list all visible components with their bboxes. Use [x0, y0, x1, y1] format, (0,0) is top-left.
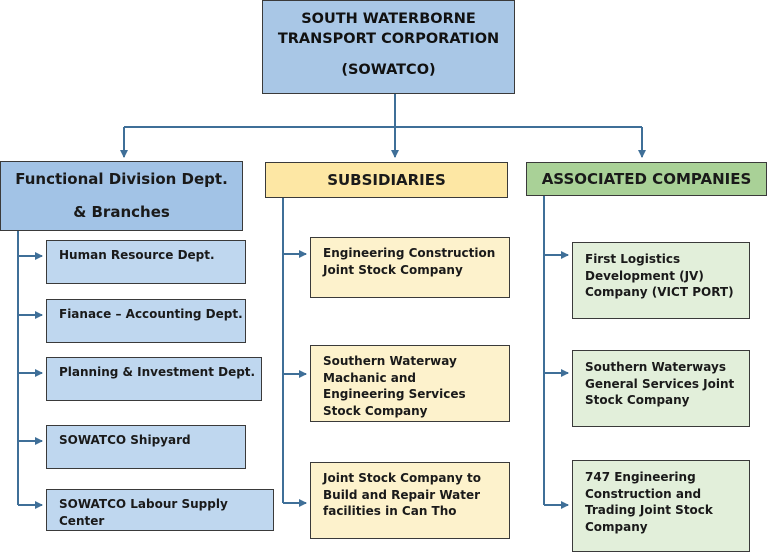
- associated-header-label: ASSOCIATED COMPANIES: [541, 170, 752, 188]
- functional-item-planning-investment: Planning & Investment Dept.: [46, 357, 262, 401]
- functional-header-line-1: Functional Division Dept.: [15, 170, 228, 188]
- associated-item-first-logistics: First Logistics Development (JV) Company…: [572, 242, 750, 319]
- functional-division-header: Functional Division Dept. & Branches: [0, 161, 243, 231]
- functional-item-human-resource: Human Resource Dept.: [46, 240, 246, 284]
- subsidiaries-header-label: SUBSIDIARIES: [327, 171, 446, 189]
- associated-companies-header: ASSOCIATED COMPANIES: [526, 162, 767, 196]
- functional-header-line-2: & Branches: [73, 203, 170, 221]
- functional-item-labour-supply: SOWATCO Labour Supply Center: [46, 489, 274, 531]
- associated-item-southern-waterways-services: Southern Waterways General Services Join…: [572, 350, 750, 427]
- associated-item-747-engineering: 747 Engineering Construction and Trading…: [572, 460, 750, 552]
- subsidiary-item-southern-waterway-mechanic: Southern Waterway Machanic and Engineeri…: [310, 345, 510, 422]
- root-node: SOUTH WATERBORNE TRANSPORT CORPORATION (…: [262, 0, 515, 94]
- subsidiary-item-engineering-construction: Engineering Construction Joint Stock Com…: [310, 237, 510, 298]
- functional-item-shipyard: SOWATCO Shipyard: [46, 425, 246, 469]
- root-title-line-1: SOUTH WATERBORNE: [301, 11, 476, 27]
- root-title-line-2: TRANSPORT CORPORATION: [277, 31, 500, 47]
- functional-item-finance-accounting: Fianace – Accounting Dept.: [46, 299, 246, 343]
- subsidiaries-header: SUBSIDIARIES: [265, 162, 508, 198]
- root-title-line-3: (SOWATCO): [341, 62, 436, 78]
- subsidiary-item-can-tho: Joint Stock Company to Build and Repair …: [310, 462, 510, 539]
